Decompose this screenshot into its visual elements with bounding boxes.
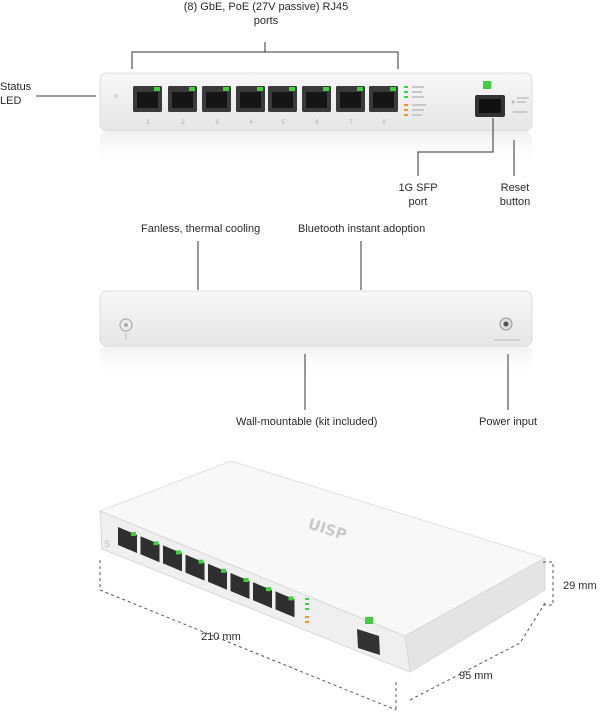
wall-mount-callout-label: Wall-mountable (kit included) xyxy=(236,416,378,428)
sfp-status-led-icon xyxy=(483,81,491,89)
iso-port-led-icon xyxy=(131,532,136,536)
rj45-port: 7 xyxy=(336,86,365,126)
status-label-line1: Status xyxy=(0,81,32,93)
front-view-reflection xyxy=(100,132,532,166)
sfp-port-inner xyxy=(479,99,501,113)
status-led-callout-label: Status LED xyxy=(0,80,31,108)
iso-rj45-port-group xyxy=(118,527,295,618)
sfp-leader-line xyxy=(417,118,494,176)
ports-callout-label: (8) GbE, PoE (27V passive) RJ45 ports xyxy=(150,0,382,28)
port-led-icon xyxy=(154,87,160,91)
depth-dim-tick xyxy=(519,602,546,644)
iso-port-led-icon xyxy=(176,550,181,555)
rj45-port: 4 xyxy=(236,86,265,126)
back-device-body xyxy=(99,290,533,347)
iso-sfp-port xyxy=(357,629,380,655)
port-led-icon xyxy=(189,87,195,91)
fanless-callout-label: Fanless, thermal cooling xyxy=(141,223,261,235)
sfp-label-line1: 1G SFP xyxy=(398,182,438,194)
iso-port-led-icon xyxy=(243,578,249,582)
dimension-lines xyxy=(99,560,546,712)
rj45-port: 2 xyxy=(168,86,197,126)
iso-port-led-icon xyxy=(266,587,271,592)
iso-port-led-icon xyxy=(221,568,226,573)
rj45-port: 1 xyxy=(133,86,162,126)
iso-port-led-icon xyxy=(198,559,204,564)
iso-sfp-led-icon xyxy=(365,617,373,624)
status-label-line2: LED xyxy=(0,95,22,107)
back-callout-lines xyxy=(197,241,509,410)
port-number-label: 3 xyxy=(215,120,219,126)
reset-label-line1: Reset xyxy=(500,182,530,194)
bluetooth-logo-icon xyxy=(119,318,133,332)
depth-dimension-label: 95 mm xyxy=(459,670,493,682)
iso-port-led-icon xyxy=(288,596,294,601)
ports-bracket-line xyxy=(131,51,399,69)
port-led-legend xyxy=(404,86,426,116)
ports-label-line1: (8) GbE, PoE (27V passive) RJ45 xyxy=(183,1,349,13)
reset-label-line2: button xyxy=(499,196,531,208)
rj45-port: 6 xyxy=(302,86,331,126)
rj45-port: 5 xyxy=(268,86,297,126)
iso-port-led-icon xyxy=(153,541,159,546)
width-dimension-label: 210 mm xyxy=(201,631,241,643)
port-led-icon xyxy=(289,87,295,91)
reset-callout-label: Reset button xyxy=(494,181,536,209)
depth-dim-line xyxy=(409,642,521,701)
port-number-label: 6 xyxy=(315,120,319,126)
port-number-label: 4 xyxy=(249,120,253,126)
status-led-icon xyxy=(113,93,119,99)
port-led-icon xyxy=(323,87,329,91)
ports-label-line2: ports xyxy=(253,15,279,27)
sfp-label-line2: port xyxy=(408,196,428,208)
rj45-port: 8 xyxy=(369,86,398,126)
height-dimension-label: 29 mm xyxy=(563,580,597,592)
bluetooth-callout-label: Bluetooth instant adoption xyxy=(298,223,426,235)
port-led-icon xyxy=(223,87,229,91)
iso-front-logo: S xyxy=(104,539,110,549)
port-number-label: 5 xyxy=(281,120,285,126)
isometric-view: UISP S xyxy=(98,460,547,673)
power-input-callout-label: Power input xyxy=(479,416,538,428)
port-number-label: 8 xyxy=(382,120,386,126)
front-callout-lines xyxy=(36,42,515,176)
width-dim-line xyxy=(99,589,397,711)
rj45-port-group: 1 2 3 4 5 6 7 8 xyxy=(133,86,398,126)
port-led-icon xyxy=(357,87,363,91)
sfp-callout-label: 1G SFP port xyxy=(394,181,442,209)
back-view-reflection xyxy=(100,346,532,376)
rj45-port: 3 xyxy=(202,86,231,126)
port-led-icon xyxy=(257,87,263,91)
height-dim-bracket xyxy=(543,561,554,606)
port-number-label: 7 xyxy=(349,120,353,126)
reset-button-icon xyxy=(511,100,515,104)
port-led-icon xyxy=(390,87,396,91)
port-number-label: 2 xyxy=(181,120,185,126)
port-number-label: 1 xyxy=(146,120,150,126)
back-view xyxy=(99,290,533,376)
front-view: 1 2 3 4 5 6 7 8 xyxy=(99,72,533,166)
